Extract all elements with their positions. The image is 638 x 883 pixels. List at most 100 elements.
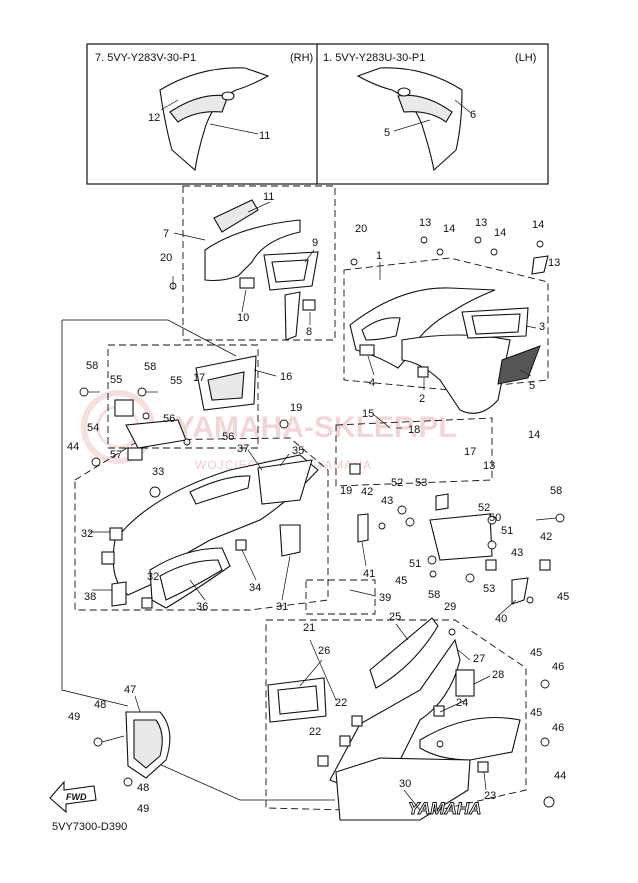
callout-29: 29 <box>444 601 456 613</box>
callout-43: 43 <box>381 495 393 507</box>
inset-box: 7. 5VY-Y283V-30-P1 (RH) 1. 5VY-Y283U-30-… <box>86 43 549 185</box>
callout-47: 47 <box>124 684 136 696</box>
inset-left-side: (RH) <box>290 52 313 64</box>
callout-55: 55 <box>110 374 122 386</box>
callout-51: 51 <box>501 525 513 537</box>
callout-49: 49 <box>137 803 149 815</box>
callout-32: 32 <box>147 571 159 583</box>
callout-16: 16 <box>280 371 292 383</box>
callout-30: 30 <box>399 778 411 790</box>
callout-19: 19 <box>290 402 302 414</box>
fwd-arrow-icon: FWD <box>49 780 97 814</box>
inner-panel-assembly <box>101 454 319 609</box>
diagram-code: 5VY7300-D390 <box>52 821 127 833</box>
callout-33: 33 <box>152 466 164 478</box>
callout-39: 39 <box>379 592 391 604</box>
callout-34: 34 <box>249 582 261 594</box>
callout-17: 17 <box>193 372 205 384</box>
callout-46: 46 <box>552 722 564 734</box>
callout-3: 3 <box>539 321 545 333</box>
callout-11: 11 <box>263 191 274 203</box>
side-cowling-lh-assembly <box>349 236 549 414</box>
callout-14: 14 <box>494 227 506 239</box>
callout-37: 37 <box>237 443 249 455</box>
frame-lines <box>61 319 335 801</box>
callout-22: 22 <box>335 697 347 709</box>
yamaha-logo: YAMAHA <box>408 799 481 818</box>
callout-58: 58 <box>550 485 562 497</box>
callout-48: 48 <box>137 782 149 794</box>
callout-44: 44 <box>67 441 79 453</box>
callout-45: 45 <box>530 647 542 659</box>
callout-15: 15 <box>362 408 374 420</box>
callout-17: 17 <box>464 446 476 458</box>
callout-56: 56 <box>163 413 175 425</box>
callout-43: 43 <box>511 547 523 559</box>
callout-52: 52 <box>478 502 490 514</box>
callout-6: 6 <box>470 109 476 121</box>
callout-56: 56 <box>222 431 234 443</box>
callout-45: 45 <box>530 707 542 719</box>
callout-11: 11 <box>259 130 270 142</box>
bracket-assembly-right <box>349 463 565 605</box>
callout-19: 19 <box>340 485 352 497</box>
bracket-assembly-left <box>79 355 289 498</box>
callout-14: 14 <box>528 429 540 441</box>
callout-58: 58 <box>144 361 156 373</box>
lower-cowling-assembly: YAMAHA <box>267 617 555 821</box>
callout-14: 14 <box>532 219 544 231</box>
callout-12: 12 <box>148 112 160 124</box>
upper-cowling-assembly <box>169 199 319 341</box>
callout-49: 49 <box>68 711 80 723</box>
callout-42: 42 <box>361 486 373 498</box>
inset-right-code: 1. 5VY-Y283U-30-P1 <box>323 52 425 64</box>
inset-left-code: 7. 5VY-Y283V-30-P1 <box>95 52 196 64</box>
callout-14: 14 <box>443 223 455 235</box>
callout-9: 9 <box>312 237 318 249</box>
callout-42: 42 <box>540 531 552 543</box>
callout-41: 41 <box>363 568 375 580</box>
callout-46: 46 <box>552 661 564 673</box>
callout-45: 45 <box>395 575 407 587</box>
callout-57: 57 <box>110 449 122 461</box>
callout-8: 8 <box>306 326 312 338</box>
callout-32: 32 <box>81 528 93 540</box>
callout-58: 58 <box>86 360 98 372</box>
callout-5: 5 <box>384 127 390 139</box>
callout-21: 21 <box>303 622 315 634</box>
callout-25: 25 <box>389 611 401 623</box>
callout-38: 38 <box>84 591 96 603</box>
callout-54: 54 <box>87 422 99 434</box>
callout-35: 35 <box>292 445 304 457</box>
callout-4: 4 <box>369 377 375 389</box>
callout-22: 22 <box>309 726 321 738</box>
svg-text:FWD: FWD <box>66 792 87 802</box>
callout-44: 44 <box>554 770 566 782</box>
callout-45: 45 <box>557 591 569 603</box>
callout-1: 1 <box>376 250 382 262</box>
callout-13: 13 <box>475 217 487 229</box>
callout-36: 36 <box>196 601 208 613</box>
callout-26: 26 <box>318 645 330 657</box>
callout-20: 20 <box>160 252 172 264</box>
callout-5: 5 <box>529 380 535 392</box>
callout-7: 7 <box>163 228 169 240</box>
callout-10: 10 <box>237 312 249 324</box>
callout-48: 48 <box>94 699 106 711</box>
callout-13: 13 <box>548 257 560 269</box>
callout-27: 27 <box>473 653 485 665</box>
callout-13: 13 <box>419 217 431 229</box>
inset-right-side: (LH) <box>515 52 536 64</box>
callout-24: 24 <box>456 697 468 709</box>
callout-53: 53 <box>483 583 495 595</box>
callout-2: 2 <box>419 393 425 405</box>
callout-50: 50 <box>489 512 501 524</box>
callout-55: 55 <box>170 375 182 387</box>
callout-51: 51 <box>409 558 421 570</box>
inner-bracket-47 <box>93 711 171 787</box>
callout-28: 28 <box>492 669 504 681</box>
callout-23: 23 <box>484 790 496 802</box>
callout-52: 52 <box>391 477 403 489</box>
callout-13: 13 <box>483 460 495 472</box>
